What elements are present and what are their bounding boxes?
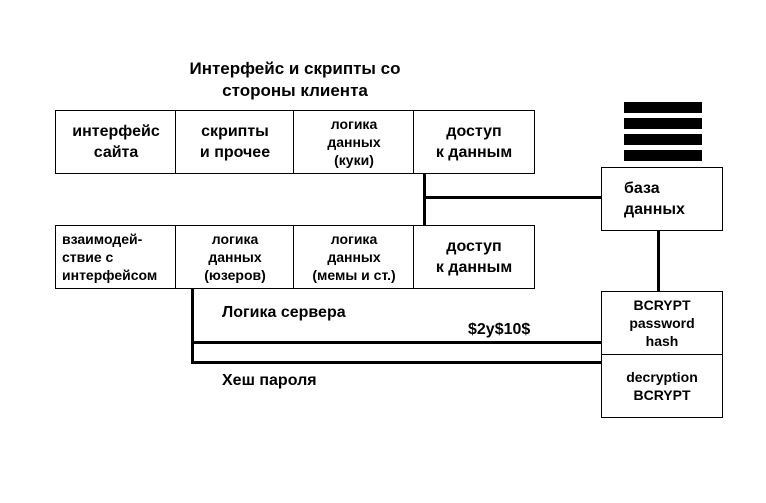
client-section-title: Интерфейс и скрипты со стороны клиента — [189, 59, 401, 100]
server-logic-label: Логика сервера — [222, 304, 346, 321]
client-cell-data-access: доступ к данным — [413, 110, 535, 174]
connector-hash-line-bottom — [191, 361, 602, 364]
server-cell-user-data-logic: логика данных (юзеров) — [175, 225, 295, 289]
client-cell-data-logic: логика данных (куки) — [293, 110, 415, 174]
hash-prefix-label: $2y$10$ — [468, 321, 531, 338]
server-cell-interface-interaction: взаимодей- ствие с интерфейсом — [55, 225, 177, 289]
server-cell-memes-data-logic: логика данных (мемы и ст.) — [293, 225, 415, 289]
connector-server-down — [191, 288, 194, 364]
bcrypt-decryption-box: decryption BCRYPT — [601, 354, 723, 418]
connector-access-vertical — [423, 173, 426, 226]
password-hash-label: Хеш пароля — [222, 372, 317, 389]
server-cell-data-access: доступ к данным — [413, 225, 535, 289]
connector-to-database — [423, 196, 603, 199]
bcrypt-hash-box: BCRYPT password hash — [601, 291, 723, 355]
connector-database-bcrypt — [657, 230, 660, 292]
connector-hash-line-top — [191, 341, 602, 344]
client-cell-interface: интерфейс сайта — [55, 110, 177, 174]
database-box: база данных — [601, 167, 723, 231]
client-cell-scripts: скрипты и прочее — [175, 110, 295, 174]
